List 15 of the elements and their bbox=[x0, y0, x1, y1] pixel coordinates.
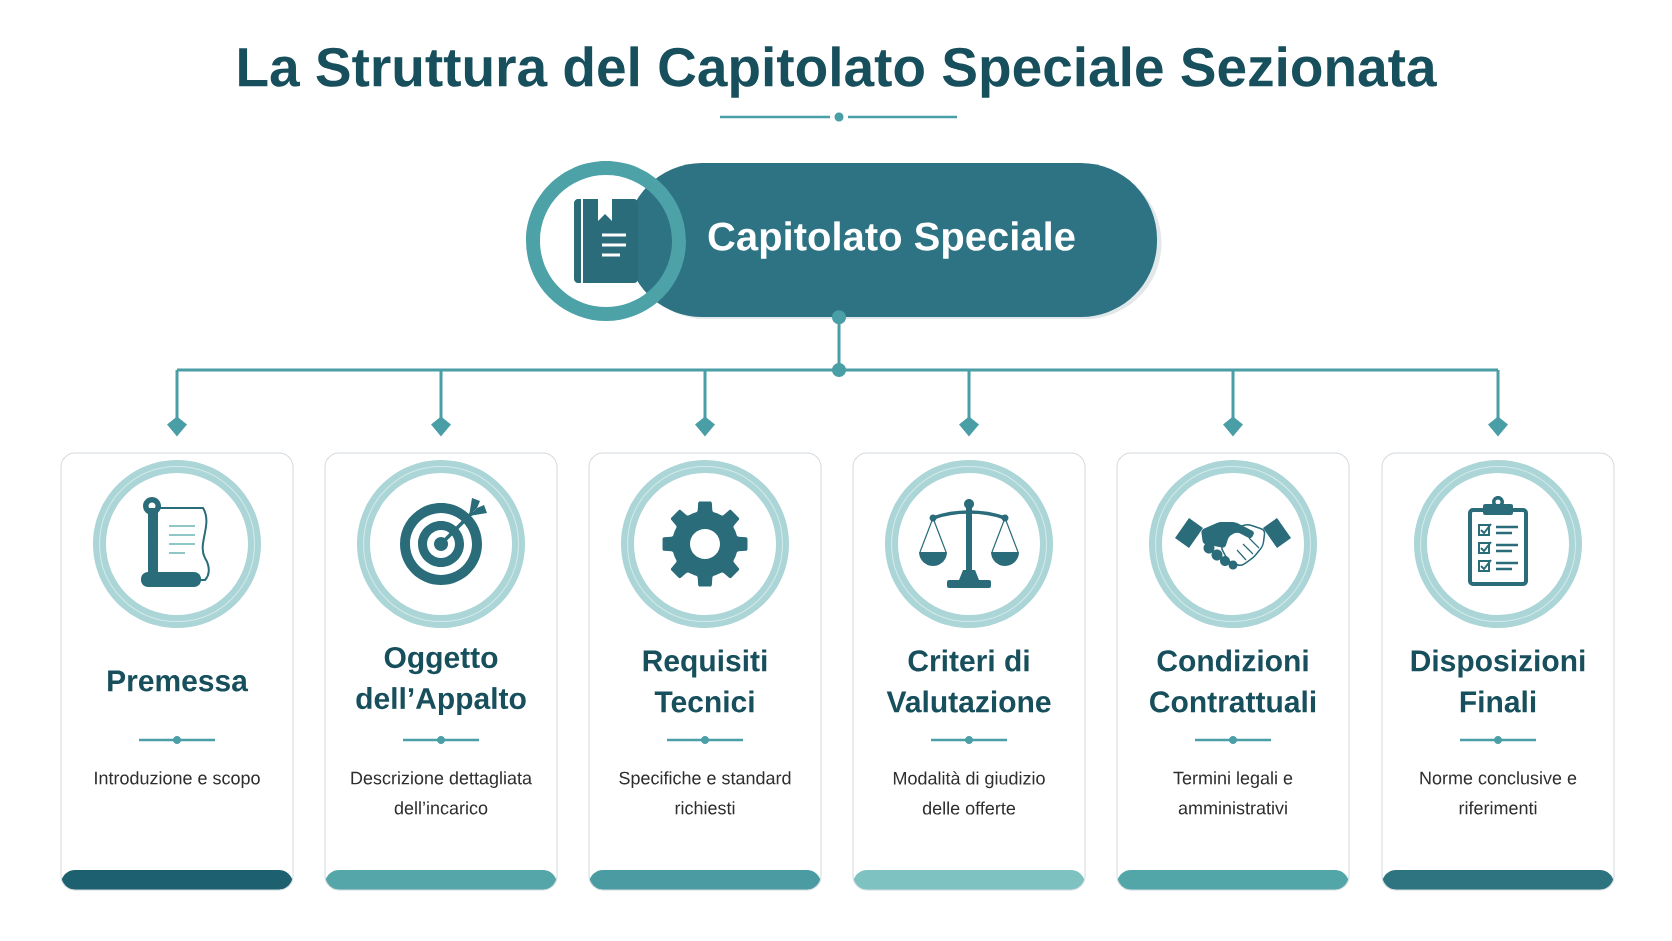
card-description: Specifiche e standard richiesti bbox=[619, 771, 791, 815]
connector bbox=[175, 310, 1500, 377]
title: La Struttura del Capitolato Speciale Sezionata bbox=[239, 46, 1437, 98]
card-heading: Oggetto dell’Appalto bbox=[356, 646, 526, 716]
card-description: Norme conclusive e riferimenti bbox=[1420, 771, 1577, 815]
card-heading: Criteri di Valutazione bbox=[886, 649, 1051, 713]
card-heading: Condizioni Contrattuali bbox=[1150, 649, 1316, 713]
card-description: Introduzione e scopo bbox=[95, 771, 260, 788]
card-description: Descrizione dettagliata dell’incarico bbox=[351, 771, 532, 815]
card-description: Termini legali e amministrativi bbox=[1173, 771, 1293, 815]
card-heading: Disposizioni Finali bbox=[1411, 649, 1585, 713]
card-heading: Premessa bbox=[108, 670, 249, 692]
card-heading: Requisiti Tecnici bbox=[643, 649, 767, 713]
banner: Capitolato Speciale bbox=[626, 163, 1162, 319]
card-description: Modalità di giudizio delle offerte bbox=[893, 771, 1045, 815]
